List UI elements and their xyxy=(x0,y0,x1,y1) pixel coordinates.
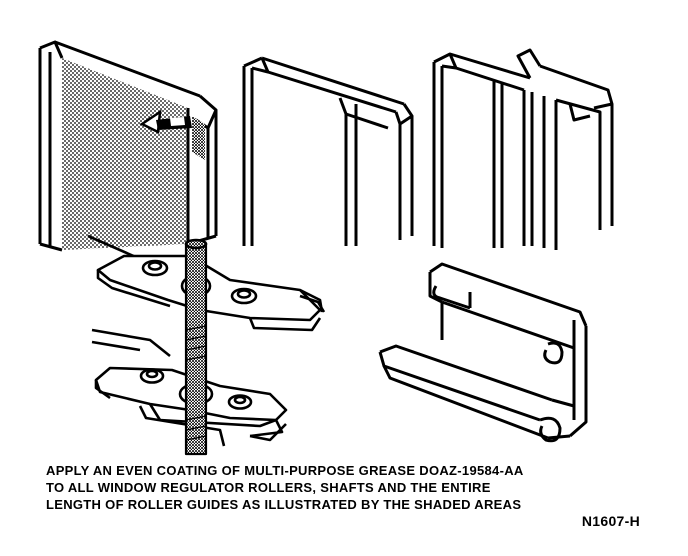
roller-guide-channel-greased xyxy=(38,40,218,252)
caption-line-1: APPLY AN EVEN COATING OF MULTI-PURPOSE G… xyxy=(46,463,524,478)
roller-guide-track xyxy=(378,262,588,443)
roller-guide-channel-double xyxy=(432,48,614,250)
caption-line-3: LENGTH OF ROLLER GUIDES AS ILLUSTRATED B… xyxy=(46,497,522,512)
grease-arrow-icon xyxy=(139,109,192,134)
caption-line-2: TO ALL WINDOW REGULATOR ROLLERS, SHAFTS … xyxy=(46,480,491,495)
lubrication-instruction-caption: APPLY AN EVEN COATING OF MULTI-PURPOSE G… xyxy=(46,462,646,513)
window-regulator-assembly xyxy=(87,234,326,456)
figure-code: N1607-H xyxy=(581,513,640,529)
roller-guide-channel-c xyxy=(242,56,414,246)
grease-shaded-fold xyxy=(192,116,205,160)
grease-shaded-area xyxy=(62,58,188,250)
